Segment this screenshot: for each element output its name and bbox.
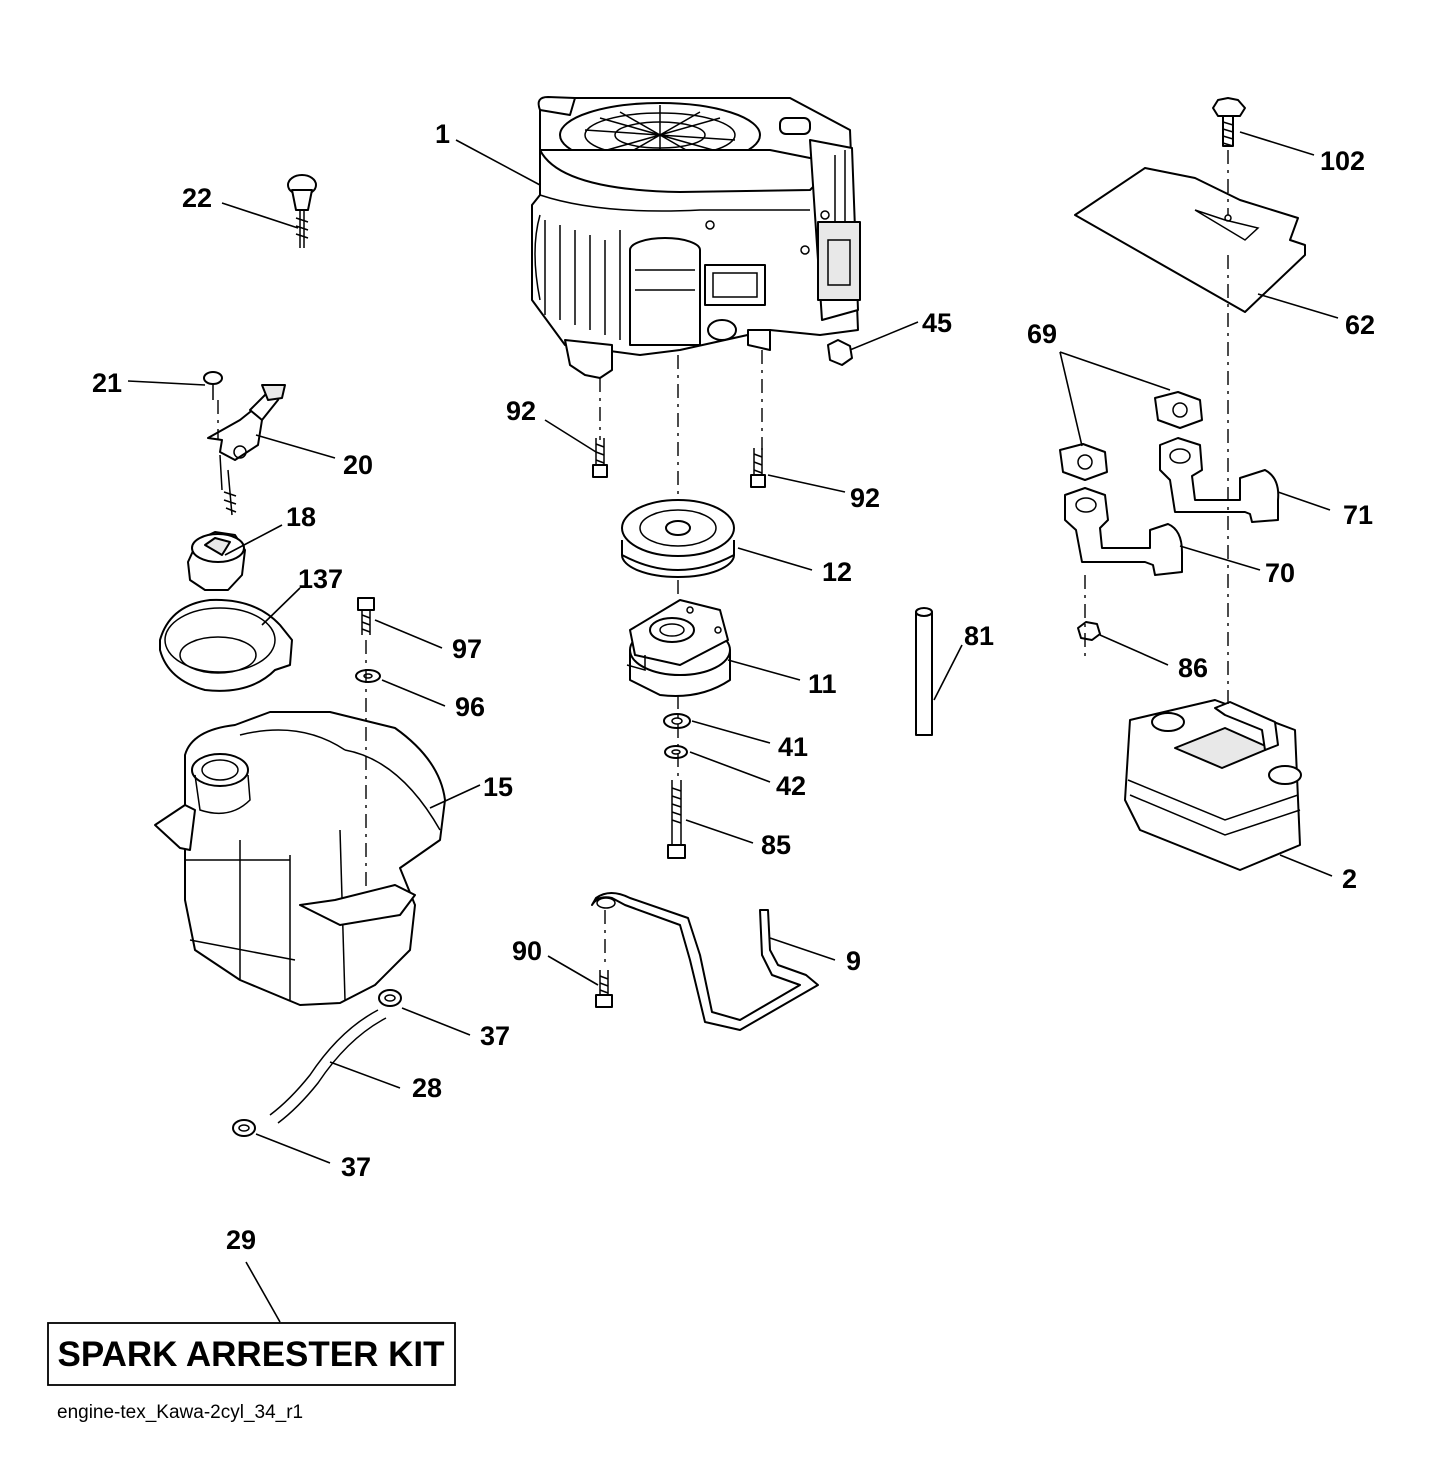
callout-96: 96 [455, 692, 485, 722]
hose-clamp-lower-part [232, 1119, 256, 1137]
hose-clamp-upper-part [378, 989, 402, 1007]
screw-97-part [357, 597, 375, 635]
rod-part [591, 892, 819, 1031]
washer-96-part [355, 669, 381, 683]
callout-12: 12 [822, 557, 852, 587]
callout-9: 9 [846, 946, 861, 976]
callout-90: 90 [512, 936, 542, 966]
bolt-92-left-part [592, 438, 608, 478]
callout-45: 45 [922, 308, 952, 338]
nut-part [1077, 621, 1101, 641]
callout-20: 20 [343, 450, 373, 480]
muffler-part [1124, 699, 1302, 871]
callout-42: 42 [776, 771, 806, 801]
fuel-cap-part [187, 531, 246, 591]
callout-97: 97 [452, 634, 482, 664]
callout-15: 15 [483, 772, 513, 802]
tube-part [915, 607, 933, 736]
throttle-control-part [203, 371, 286, 516]
gasket-part [1059, 391, 1203, 481]
fuel-tank-part [154, 711, 446, 1006]
engine-part [531, 96, 861, 379]
washer-42-part [664, 745, 688, 759]
callout-29: 29 [226, 1225, 256, 1255]
washer-41-part [663, 713, 691, 729]
callout-37-lower: 37 [341, 1152, 371, 1182]
filler-bowl-part [159, 598, 293, 692]
callout-69: 69 [1027, 319, 1057, 349]
heat-shield-part [1074, 167, 1306, 313]
bolt-85-part [667, 780, 686, 859]
callout-102: 102 [1320, 146, 1365, 176]
callout-81: 81 [964, 621, 994, 651]
file-name-label: engine-tex_Kawa-2cyl_34_r1 [57, 1402, 303, 1423]
center-lines [217, 150, 1229, 968]
exhaust-pipe-part [1064, 437, 1280, 576]
callout-2: 2 [1342, 864, 1357, 894]
leader-lines [127, 131, 1339, 1323]
spark-arrester-kit-label: SPARK ARRESTER KIT [58, 1335, 445, 1374]
callout-labels: 1 102 22 62 45 69 21 92 20 92 71 18 12 7… [92, 119, 1375, 1255]
callout-70: 70 [1265, 558, 1295, 588]
callout-37-upper: 37 [480, 1021, 510, 1051]
callout-71: 71 [1343, 500, 1373, 530]
choke-knob-part [287, 174, 317, 248]
clutch-part [626, 599, 731, 697]
spark-arrester-kit-box: SPARK ARRESTER KIT [47, 1322, 456, 1386]
callout-11: 11 [808, 669, 837, 699]
bolt-92-right-part [750, 448, 766, 488]
callout-85: 85 [761, 830, 791, 860]
callout-137: 137 [298, 564, 343, 594]
callout-22: 22 [182, 183, 212, 213]
callout-92-left: 92 [506, 396, 536, 426]
fuel-line-part [269, 1009, 387, 1124]
callout-62: 62 [1345, 310, 1375, 340]
callout-21: 21 [92, 368, 122, 398]
dipstick-part [827, 321, 919, 366]
pulley-part [621, 499, 735, 578]
bolt-90-part [595, 970, 613, 1008]
callout-28: 28 [412, 1073, 442, 1103]
callout-41: 41 [778, 732, 808, 762]
callout-86: 86 [1178, 653, 1208, 683]
callout-1: 1 [435, 119, 450, 149]
callout-18: 18 [286, 502, 316, 532]
callout-92-right: 92 [850, 483, 880, 513]
knob-part [1212, 97, 1246, 147]
